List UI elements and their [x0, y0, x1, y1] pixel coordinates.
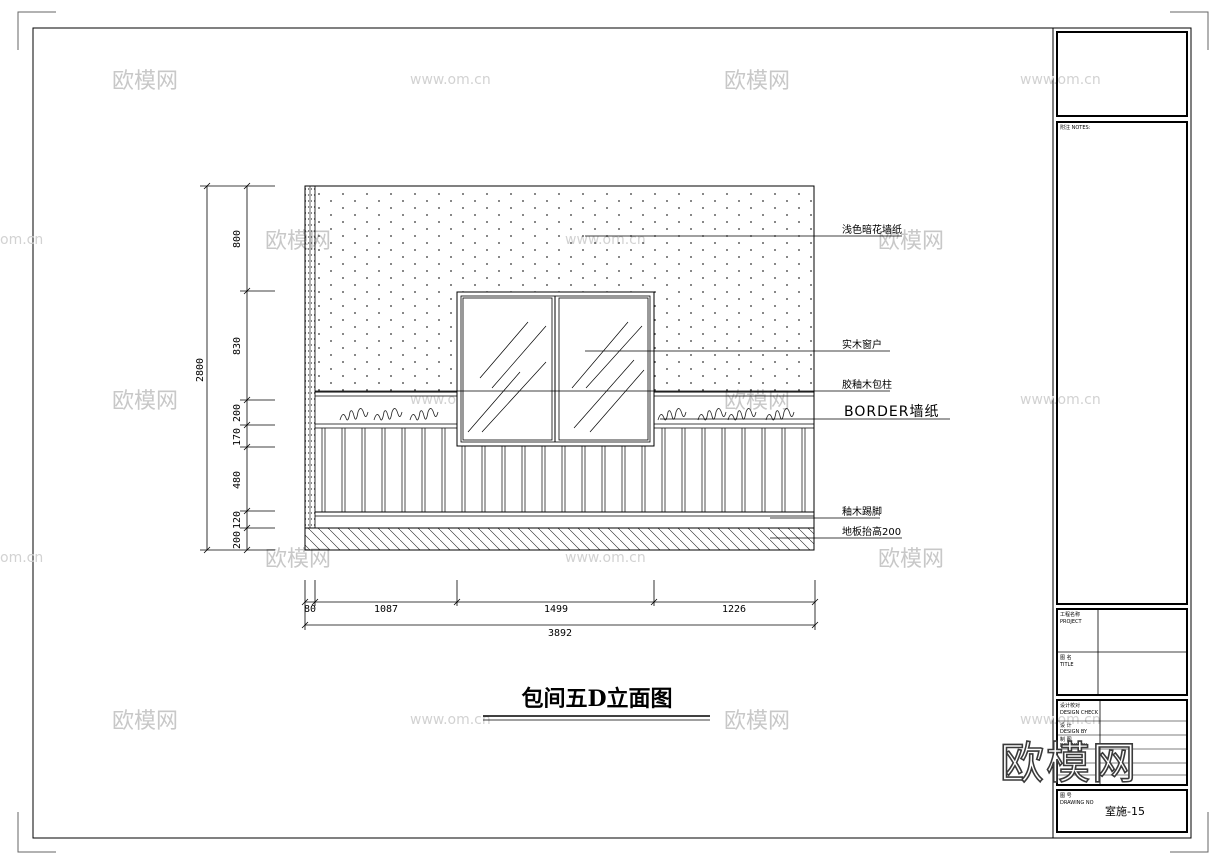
label-skirting: 釉木踢脚: [842, 505, 882, 518]
label-chair-rail: 胶釉木包柱: [842, 378, 892, 391]
leaders: [315, 235, 950, 539]
design-by-label-cn: 设 计: [1060, 722, 1072, 729]
border-ornament: [697, 408, 727, 421]
drawing-number: 室施-15: [1105, 804, 1145, 818]
dim-segment: 480: [232, 471, 243, 489]
design-check-label-cn: 设计校对: [1060, 702, 1080, 709]
design-check-label: DESIGN CHECK: [1060, 710, 1099, 716]
border-ornament: [409, 408, 439, 421]
dim-segment: 1226: [722, 604, 746, 615]
dim-segment: 170: [232, 428, 243, 446]
design-by-label: DESIGN BY: [1060, 729, 1088, 735]
dim-total-height: 2800: [195, 358, 206, 382]
dim-segment: 200: [232, 404, 243, 422]
dim-segment: 1087: [374, 604, 398, 615]
drawn-by-label: DRAWN BY: [1060, 743, 1088, 749]
watermark-brand: 欧模网: [878, 547, 944, 572]
window: [456, 291, 655, 447]
dim-segment: 1499: [544, 604, 568, 615]
dim-segment: 830: [232, 337, 243, 355]
watermark-url-partial: om.cn: [0, 550, 43, 566]
drawing-no-label: DRAWING NO: [1060, 800, 1094, 806]
title-block: [1056, 31, 1188, 833]
label-window: 实木窗户: [842, 338, 882, 351]
watermark-url: www.om.cn: [1020, 712, 1101, 728]
watermark-brand: 欧模网: [724, 709, 790, 734]
horizontal-dimensions: [301, 580, 819, 630]
vertical-dim-labels: 2800 800 830 200 170 480 120 200: [195, 230, 243, 549]
watermark-url: www.om.cn: [410, 72, 491, 88]
dim-segment: 80: [304, 604, 316, 615]
watermark-brand: 欧模网: [724, 69, 790, 94]
horizontal-dim-labels: 80 1087 1499 1226 3892: [304, 604, 746, 639]
dim-segment: 800: [232, 230, 243, 248]
watermark-url: www.om.cn: [565, 550, 646, 566]
title-block-labels: 附注 NOTES: 工程名称 PROJECT 图 名 TITLE 设计校对 DE…: [1059, 124, 1099, 806]
dim-total-width: 3892: [548, 628, 572, 639]
elevation: [304, 185, 815, 551]
watermark-brand: 欧模网: [112, 709, 178, 734]
project-label-cn: 工程名称: [1060, 611, 1080, 618]
drawing-no-label-cn: 图 号: [1060, 793, 1072, 799]
dim-segment: 200: [232, 531, 243, 549]
border-ornament: [373, 408, 403, 421]
title-label: TITLE: [1059, 662, 1074, 668]
border-ornaments: [339, 408, 795, 421]
watermark-url: www.om.cn: [1020, 392, 1101, 408]
raised-floor-hatch: [304, 527, 815, 551]
label-wallpaper: 浅色暗花墙纸: [842, 223, 902, 236]
watermark-brand: 欧模网: [112, 389, 178, 414]
drawing-frame: [32, 27, 1192, 839]
drawing-title: 包间五D立面图: [521, 686, 672, 712]
border-ornament: [727, 408, 757, 421]
watermark-brand: 欧模网: [878, 229, 944, 254]
notes-label: 附注 NOTES:: [1060, 124, 1091, 131]
watermark-url: www.om.cn: [1020, 72, 1101, 88]
leader-labels: 浅色暗花墙纸 实木窗户 胶釉木包柱 BORDER墙纸 釉木踢脚 地板抬高200: [842, 223, 939, 538]
drawn-by-label-cn: 制 图: [1060, 736, 1072, 743]
project-label: PROJECT: [1060, 619, 1083, 625]
border-ornament: [765, 408, 795, 421]
watermark-url: www.om.cn: [410, 712, 491, 728]
label-border: BORDER墙纸: [844, 404, 939, 420]
title-label-cn: 图 名: [1060, 654, 1072, 661]
dim-segment: 120: [232, 511, 243, 529]
border-ornament: [339, 408, 369, 421]
watermark-brand: 欧模网: [265, 547, 331, 572]
border-ornament: [657, 408, 687, 421]
label-floor: 地板抬高200: [842, 525, 901, 538]
crop-marks: [17, 11, 1209, 853]
vertical-dimensions: [200, 182, 275, 554]
watermark-brand: 欧模网: [112, 69, 178, 94]
watermark-url-partial: om.cn: [0, 232, 43, 248]
watermark-brand-large: 欧模网: [1000, 738, 1138, 789]
